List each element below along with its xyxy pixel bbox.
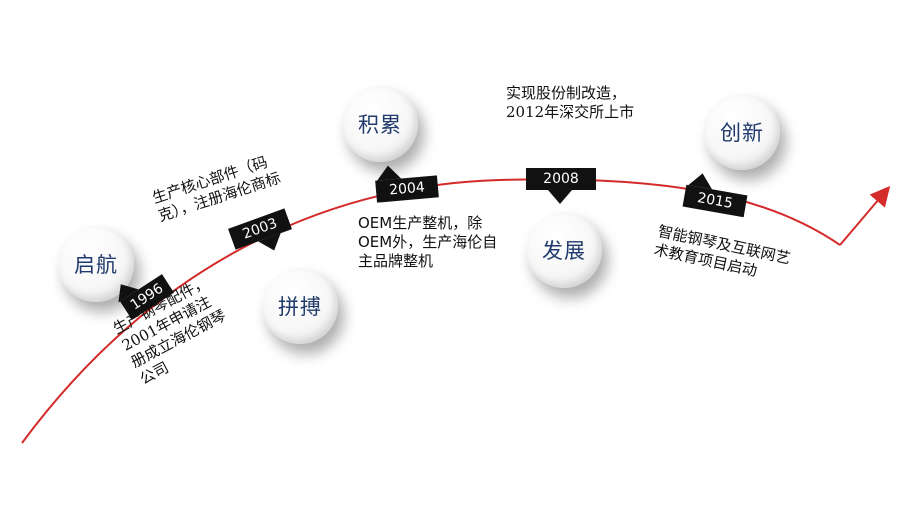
stage-label-1996: 启航 [74, 253, 118, 277]
stage-label-2008: 发展 [542, 239, 586, 263]
stage-bubble-2008: 发展 [526, 212, 602, 288]
milestone-text-2008: 实现股份制改造，2012年深交所上市 [506, 84, 635, 121]
stage-label-2015: 创新 [720, 121, 764, 145]
year-tag-2008: 2008 [526, 168, 596, 204]
stage-bubble-2003: 拼搏 [262, 268, 338, 344]
stage-label-2003: 拼搏 [278, 295, 322, 319]
timeline-arrow [839, 185, 891, 246]
year-tag-pointer [375, 164, 402, 181]
year-tag-pointer [548, 190, 572, 204]
year-tag-pointer [688, 171, 715, 190]
milestone-text-2004: OEM生产整机，除OEM外，生产海伦自主品牌整机 [358, 214, 498, 270]
stage-label-2004: 积累 [358, 113, 402, 137]
year-label-2004: 2004 [388, 179, 426, 199]
year-label-2008: 2008 [543, 171, 579, 187]
stage-bubble-1996: 启航 [58, 226, 134, 302]
stage-bubble-2004: 积累 [342, 86, 418, 162]
year-label-2015: 2015 [696, 190, 734, 212]
stage-bubble-2015: 创新 [704, 94, 780, 170]
